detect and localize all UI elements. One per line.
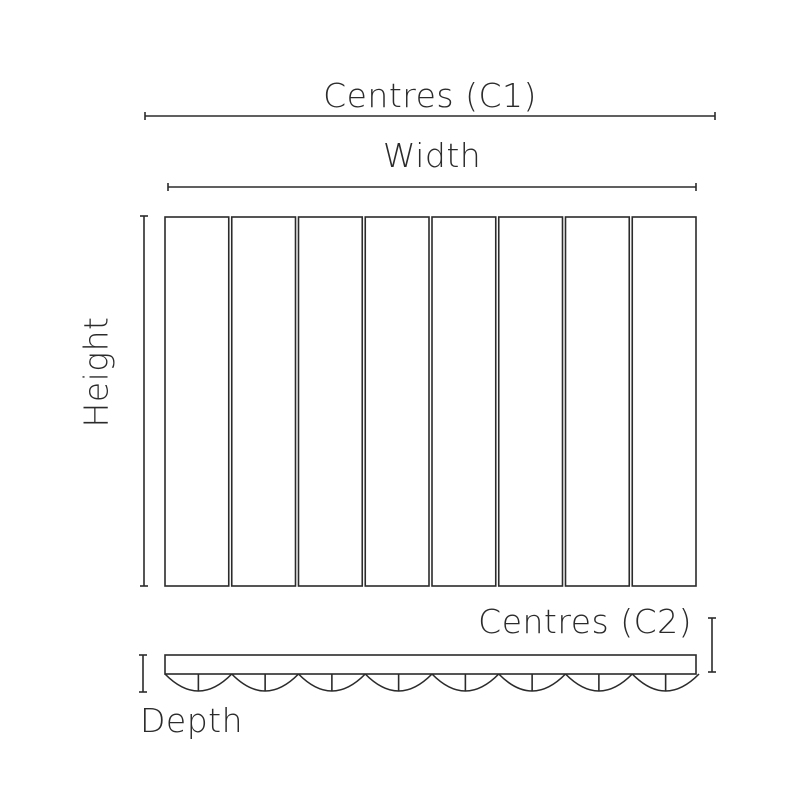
front-panel	[364, 216, 430, 587]
front-panel	[497, 216, 564, 587]
depth-dimension-line	[139, 654, 147, 693]
front-panel	[297, 216, 364, 587]
front-panel	[564, 216, 631, 587]
centres-c2-label: Centres (C2)	[478, 602, 692, 641]
plan-view-scallops	[164, 673, 700, 692]
centres-c2-dimension-line	[708, 617, 716, 673]
depth-label: Depth	[140, 701, 244, 740]
front-panel	[631, 216, 697, 587]
front-panel	[431, 216, 497, 587]
centres-c1-label: Centres (C1)	[323, 76, 537, 115]
width-label: Width	[382, 136, 482, 175]
width-dimension-line	[167, 183, 697, 191]
centres-c1-dimension-line	[144, 112, 716, 120]
front-panel	[164, 216, 230, 587]
front-panel	[230, 216, 297, 587]
front-view-panels	[164, 216, 697, 587]
plan-view	[164, 654, 700, 692]
plan-view-top-bar	[164, 654, 697, 675]
height-dimension-line	[140, 215, 148, 587]
height-label: Height	[76, 316, 116, 428]
